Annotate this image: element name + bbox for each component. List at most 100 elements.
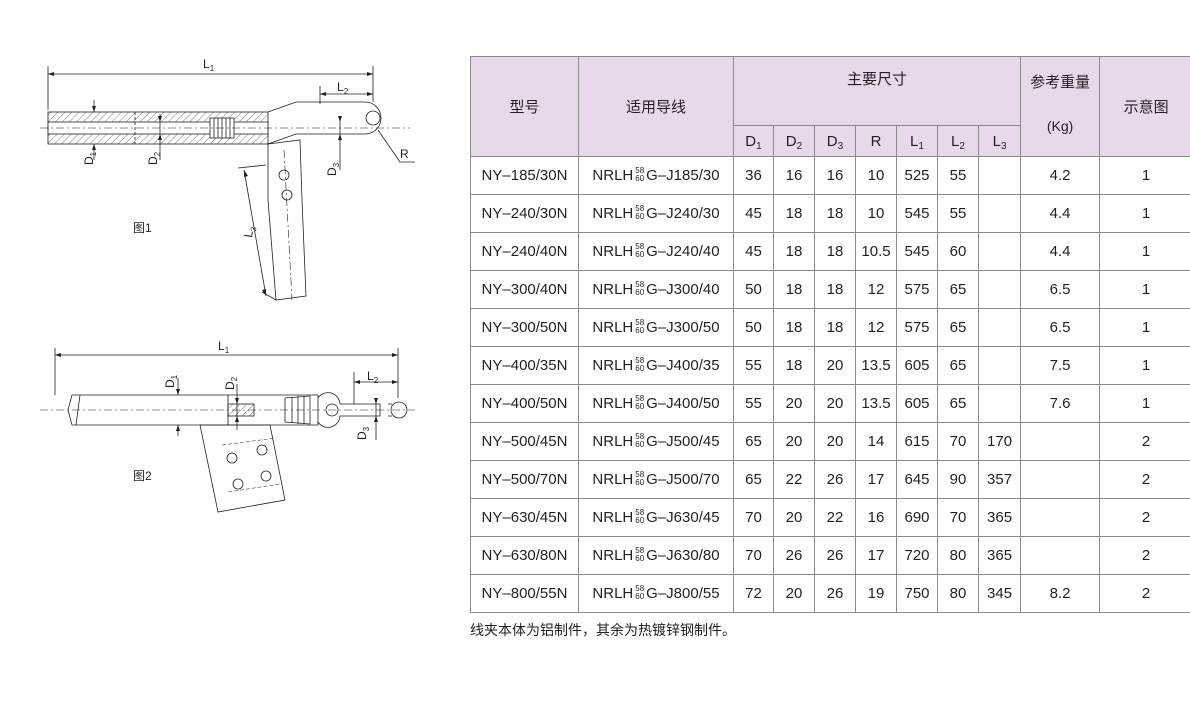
cell-diagram: 2 <box>1100 423 1190 461</box>
cell-model: NY–400/50N <box>471 385 579 423</box>
cell-d2: 16 <box>774 157 815 195</box>
footnote: 线夹本体为铝制件，其余为热镀锌钢制件。 <box>470 620 736 640</box>
fig2-label-d1: D1 <box>163 374 179 388</box>
cell-d3: 20 <box>815 347 856 385</box>
cell-diagram: 2 <box>1100 537 1190 575</box>
fig1-label-d3: D3 <box>325 162 341 176</box>
cell-l3: 170 <box>979 423 1021 461</box>
cell-d3: 18 <box>815 271 856 309</box>
cell-d2: 18 <box>774 309 815 347</box>
cell-l1: 720 <box>897 537 938 575</box>
cell-model: NY–240/30N <box>471 195 579 233</box>
cell-weight: 8.2 <box>1021 575 1100 613</box>
cell-l1: 615 <box>897 423 938 461</box>
cell-weight: 4.2 <box>1021 157 1100 195</box>
cell-l3 <box>979 347 1021 385</box>
cell-l2: 65 <box>938 309 979 347</box>
fig1-label-l2: L2 <box>337 80 349 96</box>
cell-l3 <box>979 385 1021 423</box>
cell-r: 16 <box>856 499 897 537</box>
cell-d3: 20 <box>815 385 856 423</box>
cell-l3 <box>979 309 1021 347</box>
cell-l2: 65 <box>938 271 979 309</box>
cell-l3: 357 <box>979 461 1021 499</box>
cell-d3: 26 <box>815 575 856 613</box>
cell-l2: 70 <box>938 499 979 537</box>
fig1-label-d1: D1 <box>82 151 98 165</box>
fig2-label-l1: L1 <box>218 339 230 355</box>
cell-l3: 345 <box>979 575 1021 613</box>
cell-model: NY–800/55N <box>471 575 579 613</box>
cell-diagram: 1 <box>1100 385 1190 423</box>
header-conductor: 适用导线 <box>579 57 734 157</box>
cell-l1: 575 <box>897 309 938 347</box>
clamp-drawings: L1 L2 R D1 D2 D3 L3 <box>0 0 460 709</box>
cell-d1: 50 <box>734 309 774 347</box>
fig1-label-r: R <box>400 147 409 161</box>
cell-d3: 26 <box>815 461 856 499</box>
cell-d1: 45 <box>734 233 774 271</box>
cell-weight: 7.5 <box>1021 347 1100 385</box>
cell-diagram: 2 <box>1100 499 1190 537</box>
cell-d2: 20 <box>774 575 815 613</box>
cell-l3 <box>979 195 1021 233</box>
figure-2-caption: 图2 <box>133 467 152 484</box>
subheader-r: R <box>856 126 897 157</box>
cell-diagram: 1 <box>1100 309 1190 347</box>
cell-l1: 545 <box>897 233 938 271</box>
fig2-label-l2: L2 <box>367 369 379 385</box>
cell-d3: 18 <box>815 233 856 271</box>
cell-diagram: 2 <box>1100 575 1190 613</box>
cell-d1: 55 <box>734 347 774 385</box>
cell-model: NY–500/70N <box>471 461 579 499</box>
cell-weight <box>1021 461 1100 499</box>
cell-d1: 50 <box>734 271 774 309</box>
cell-l3: 365 <box>979 499 1021 537</box>
cell-d3: 16 <box>815 157 856 195</box>
cell-l2: 60 <box>938 233 979 271</box>
header-weight: 参考重量(Kg) <box>1021 57 1100 157</box>
cell-d2: 18 <box>774 233 815 271</box>
cell-model: NY–300/40N <box>471 271 579 309</box>
cell-model: NY–185/30N <box>471 157 579 195</box>
cell-d3: 22 <box>815 499 856 537</box>
cell-d2: 20 <box>774 423 815 461</box>
cell-d2: 22 <box>774 461 815 499</box>
fig1-label-l1: L1 <box>203 57 215 73</box>
cell-l3: 365 <box>979 537 1021 575</box>
cell-weight: 7.6 <box>1021 385 1100 423</box>
header-dimensions: 主要尺寸 <box>734 57 1021 126</box>
header-model: 型号 <box>471 57 579 157</box>
cell-d2: 18 <box>774 271 815 309</box>
cell-d1: 65 <box>734 423 774 461</box>
subheader-d3: D3 <box>815 126 856 157</box>
cell-r: 14 <box>856 423 897 461</box>
cell-l1: 575 <box>897 271 938 309</box>
cell-model: NY–300/50N <box>471 309 579 347</box>
cell-r: 19 <box>856 575 897 613</box>
header-diagram: 示意图 <box>1100 57 1190 157</box>
cell-d2: 18 <box>774 195 815 233</box>
cell-d1: 45 <box>734 195 774 233</box>
cell-l1: 605 <box>897 347 938 385</box>
cell-l1: 605 <box>897 385 938 423</box>
cell-d3: 18 <box>815 309 856 347</box>
